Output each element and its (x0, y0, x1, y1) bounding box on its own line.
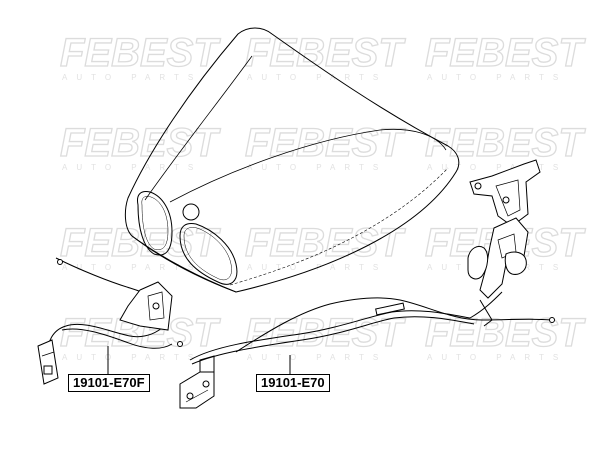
hood-crease-left (144, 55, 253, 201)
watermark-brand: FEBEST (245, 311, 406, 355)
latch-hook (504, 251, 527, 275)
watermark: FEBEST AUTO PARTS (424, 310, 587, 362)
watermark-tagline: AUTO PARTS (62, 353, 202, 362)
hood-emblem (182, 203, 200, 221)
kidney-grille-right (179, 223, 238, 285)
watermark-brand: FEBEST (425, 311, 586, 355)
watermark-tagline: AUTO PARTS (247, 73, 387, 82)
watermark-brand: FEBEST (60, 121, 221, 165)
watermark-brand: FEBEST (425, 31, 586, 75)
hood-inner-line (229, 167, 449, 286)
watermark: FEBEST AUTO PARTS (244, 120, 407, 172)
watermark: FEBEST AUTO PARTS (244, 220, 407, 272)
watermark-tagline: AUTO PARTS (62, 73, 202, 82)
cable-right-main (189, 310, 471, 361)
watermark-tagline: AUTO PARTS (247, 263, 387, 272)
hood-front-edge (131, 235, 237, 293)
cable-hood-lock-feed (235, 297, 553, 353)
watermark: FEBEST AUTO PARTS (59, 120, 222, 172)
watermark-tagline: AUTO PARTS (247, 163, 387, 172)
watermark-brand: FEBEST (60, 31, 221, 75)
watermark: FEBEST AUTO PARTS (59, 30, 222, 82)
hood-crease-right (169, 128, 447, 203)
cable-end-left (57, 259, 63, 265)
car-hood (124, 27, 460, 293)
watermark-tagline: AUTO PARTS (427, 353, 567, 362)
cable-end-right (549, 317, 555, 323)
cable-left-lower (45, 311, 169, 357)
watermark-tagline: AUTO PARTS (427, 73, 567, 82)
watermark-layer: FEBEST AUTO PARTS FEBEST AUTO PARTS FEBE… (59, 30, 587, 362)
cable-assembly (45, 257, 555, 375)
watermark-brand: FEBEST (60, 221, 221, 265)
cable-left-lower-2 (61, 328, 173, 349)
watermark: FEBEST AUTO PARTS (59, 220, 222, 272)
watermark-brand: FEBEST (245, 31, 406, 75)
latch-lever (467, 245, 489, 280)
watermark-brand: FEBEST (425, 121, 586, 165)
watermark-brand: FEBEST (245, 221, 406, 265)
watermark-tagline: AUTO PARTS (247, 353, 387, 362)
hood-latch-assembly (467, 159, 541, 327)
hood-outline (124, 27, 460, 293)
cable-right-end (469, 291, 503, 319)
part-number-label: 19101-E70 (256, 374, 330, 392)
cable-end-mid (177, 341, 183, 347)
hinge-bracket (469, 159, 541, 227)
watermark-tagline: AUTO PARTS (62, 163, 202, 172)
cable-sleeve (375, 302, 405, 316)
watermark: FEBEST AUTO PARTS (424, 120, 587, 172)
watermark: FEBEST AUTO PARTS (244, 30, 407, 82)
kidney-grille-left (137, 191, 173, 256)
release-handle-bracket (37, 281, 173, 385)
part-number-label: 19101-E70F (68, 374, 150, 392)
watermark: FEBEST AUTO PARTS (424, 30, 587, 82)
watermark: FEBEST AUTO PARTS (244, 310, 407, 362)
watermark-tagline: AUTO PARTS (62, 263, 202, 272)
watermark-tagline: AUTO PARTS (427, 163, 567, 172)
hood-lock-bracket (179, 355, 215, 409)
